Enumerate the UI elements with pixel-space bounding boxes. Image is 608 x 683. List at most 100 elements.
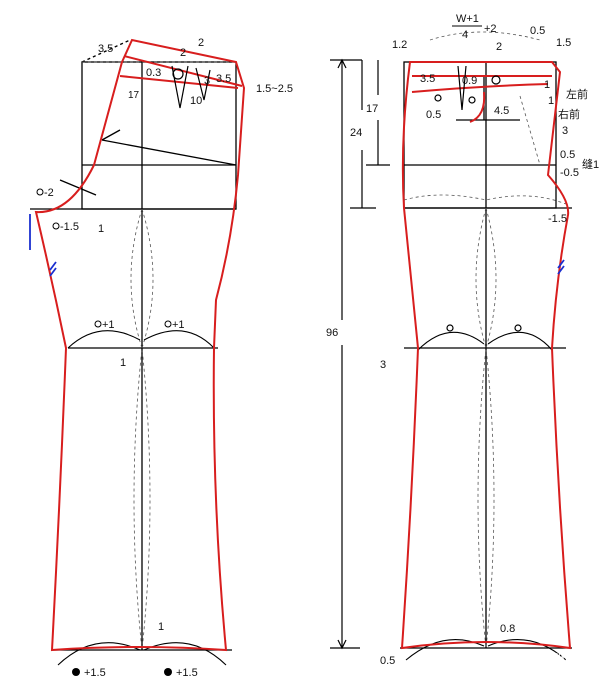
back-crotch-circle-2 [52,222,60,230]
front-label-waist-top: W+1 [456,13,479,25]
back-knee-arc-left [67,330,141,349]
back-crotch-circle [36,188,44,196]
back-waist-extension [81,39,131,63]
front-label-waist-bottom: 4 [462,29,468,41]
back-hem-dot-left [72,668,80,676]
front-notch-b [557,265,565,275]
back-construction-lines [30,39,237,651]
back-knee-circle-right [164,320,172,328]
front-label-crotch-side: -1.5 [548,213,567,225]
back-darts [171,65,211,109]
front-fly-button [468,96,476,104]
front-label-seam-c: 缝1 [582,157,599,171]
back-label-knee-drop: 1 [120,357,126,369]
front-dashed-crotch [403,194,567,205]
front-dashed-curve-left [475,207,487,649]
back-label-side-rise: 1.5~2.5 [256,83,293,95]
front-seam-marks [557,259,565,275]
back-label-hem-r: +1.5 [176,667,198,678]
front-label-zip-1: 1 [544,79,550,91]
dim-arrow-bottom [337,639,347,650]
back-notch-b [49,267,57,277]
front-fly-curve [469,91,486,123]
front-knee-circle-left [446,324,454,332]
front-knee-arc-right [487,331,553,351]
back-label-crotch-in: -1.5 [60,221,79,233]
back-knee-circle-left [94,320,102,328]
front-label-fly-mark: 4.5 [494,105,509,117]
dim-label-rise: 24 [350,127,362,139]
front-label-seam-b: -0.5 [560,167,579,179]
back-label-crotch-drop: 1 [98,223,104,235]
back-hem-arc-right [143,642,227,666]
back-label-dart-w-a: 3 [204,75,210,87]
back-label-dart-top-a: 2 [198,37,204,49]
back-label-crotch-ext: -2 [44,187,54,199]
back-hem-dot-right [164,668,172,676]
back-label-knee-l: +1 [102,319,115,331]
front-label-fly-w: 0.5 [426,109,441,121]
back-label-hem-l: +1.5 [84,667,106,678]
front-label-pleat-w: 3.5 [420,73,435,85]
front-label-hem-left: 0.5 [380,655,395,667]
back-dart-2 [195,67,211,101]
front-labels: W+1 4 +2 0.5 1.5 1.2 3.5 2 0.9 左前 右前 0.5… [380,13,599,667]
back-label-hem-up: 1 [158,621,164,633]
front-label-side-offset: 3 [562,125,568,137]
back-label-dart-len: 10 [190,95,202,107]
front-dashed-pocket [519,95,541,166]
front-knee-circle-right [514,324,522,332]
back-waistband-lower [119,75,239,89]
back-label-dart-top-b: 2 [180,47,186,59]
front-label-pocket-w: 0.9 [462,75,477,87]
back-outline [34,38,246,652]
back-knee-arc-right [143,330,215,349]
front-label-right-front: 右前 [558,107,580,121]
front-pattern-piece: W+1 4 +2 0.5 1.5 1.2 3.5 2 0.9 左前 右前 0.5… [380,13,599,667]
back-dart-guide [101,139,237,166]
back-crotch-guide [59,179,97,196]
front-notch-a [557,259,565,269]
front-label-zip-2: 1 [548,95,554,107]
back-dart-point [172,68,184,80]
back-label-dart-w-b: 3.5 [216,73,231,85]
back-seat-guide [101,129,121,141]
back-pattern-piece: 3.5 0.3 10 2 2 3 3.5 1.5~2.5 17 -2 -1.5 … [29,37,293,679]
front-label-hem-mid: 0.8 [500,623,515,635]
front-dashed-guides [403,31,567,649]
back-base-rectangle [81,61,237,210]
front-details [434,65,522,332]
back-notch-a [49,261,57,271]
front-dashed-curve-right [485,207,497,649]
front-dashed-waist-arc [429,31,541,41]
front-label-side-rise: 1.5 [556,37,571,49]
front-label-left-front: 左前 [566,87,588,101]
front-label-pleat-top: 2 [496,41,502,53]
front-label-seam-a: 0.5 [560,149,575,161]
front-construction-lines [400,61,572,649]
back-waistband-line [123,55,243,87]
dim-label-total: 96 [326,327,338,339]
back-dashed-guides [82,61,236,651]
back-label-dart-gap: 0.3 [146,67,161,79]
dim-arrow-top [337,58,347,69]
front-label-knee-drop: 3 [380,359,386,371]
back-labels: 3.5 0.3 10 2 2 3 3.5 1.5~2.5 17 -2 -1.5 … [44,37,293,679]
front-label-top-right: 0.5 [530,25,545,37]
back-dart-1 [171,65,189,109]
front-label-waist-plus: +2 [484,23,497,35]
back-dashed-curve-left [130,208,143,651]
dim-label-hip: 17 [366,103,378,115]
back-label-waist-rise: 3.5 [98,43,113,55]
back-dashed-curve-right [141,208,154,651]
back-pattern-outline [34,38,246,652]
front-button [491,75,501,85]
front-waistband-lower [411,83,549,93]
front-pleat [457,65,467,111]
dimension-column [330,58,390,650]
front-label-cf-rise: 1.2 [392,39,407,51]
dimension-labels: 96 24 17 [326,103,378,339]
back-label-knee-r: +1 [172,319,185,331]
